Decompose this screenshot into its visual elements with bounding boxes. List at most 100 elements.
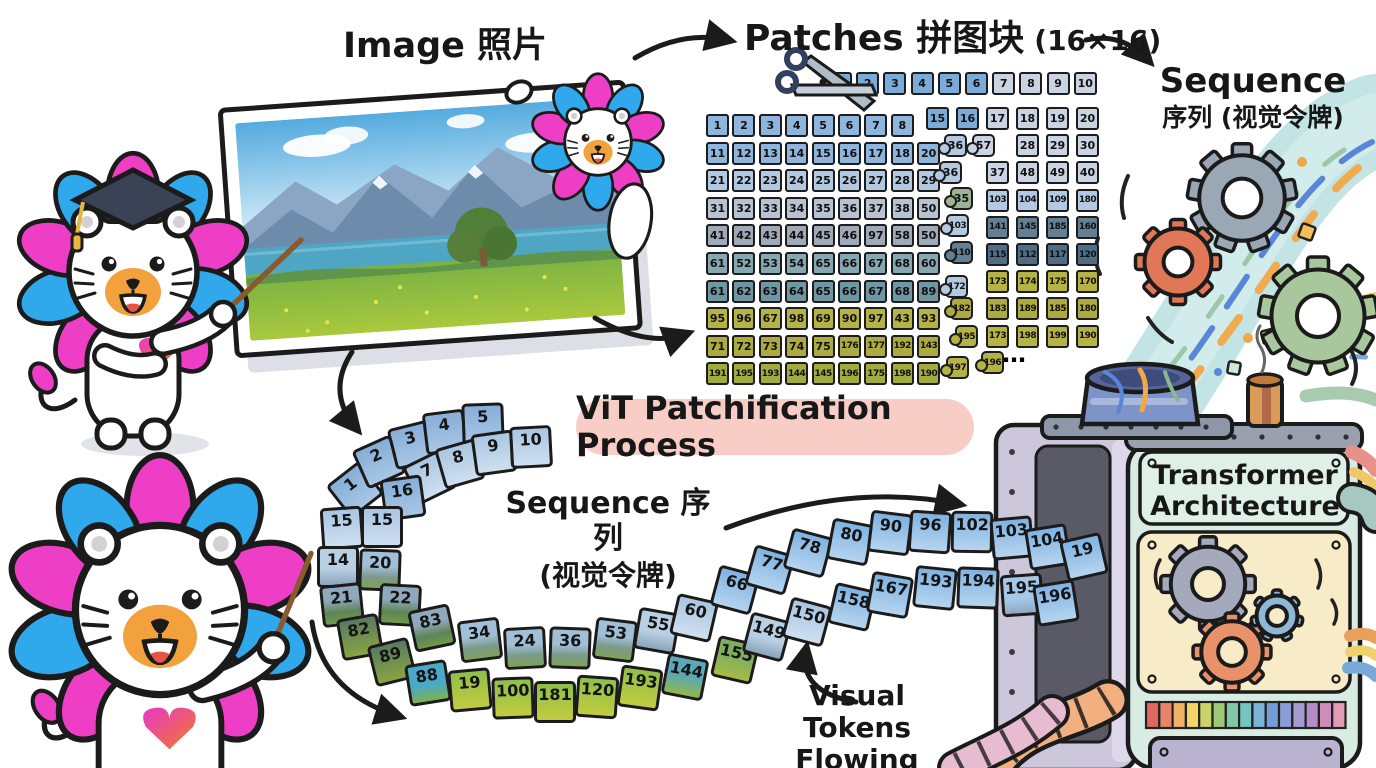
patch-cell: 2: [732, 114, 756, 137]
patch-cell: 75: [811, 334, 835, 358]
sequence-mid-line2: (视觉令牌): [539, 559, 677, 592]
patch-cell: 190: [917, 362, 941, 386]
token-tile: 88: [403, 658, 453, 708]
patch-cell: 20: [917, 141, 941, 165]
patch-cell: 36: [938, 134, 967, 157]
patch-cell: 62: [732, 279, 756, 303]
patch-cell: 104: [1016, 188, 1039, 212]
visual-tokens-line2: Tokens Flowing: [795, 711, 919, 768]
patch-cell: 53: [758, 252, 782, 275]
sequence-mid-label: Sequence 序列 (视觉令牌): [498, 486, 718, 592]
scissors-icon: [775, 47, 879, 112]
patch-cell: 29: [1046, 134, 1069, 158]
patch-cell: 71: [706, 334, 729, 358]
banner-vit-process: ViT Patchification Process: [576, 390, 974, 463]
patch-cell: 120: [1076, 243, 1099, 266]
token-tile: 193: [616, 664, 664, 712]
patch-cell: 66: [838, 252, 861, 275]
gear-icon: [1249, 588, 1305, 643]
patch-cell: 180: [1076, 297, 1099, 321]
patch-cell: 198: [890, 362, 914, 386]
patch-cell: 18: [1016, 107, 1039, 130]
patch-cell: 15: [926, 107, 949, 130]
patch-cell: 6: [838, 114, 861, 137]
patch-cell: 193: [758, 362, 782, 386]
patch-cell: 10: [1073, 72, 1097, 95]
chimney: [1246, 324, 1284, 428]
patch-cell: 28: [1016, 134, 1039, 158]
funnel: [1079, 361, 1201, 427]
patch-cell: 43: [758, 224, 782, 248]
patch-cell: 90: [838, 307, 861, 331]
token-tile: 24: [502, 625, 548, 671]
patch-cell: 42: [732, 224, 756, 248]
patch-cell: 13: [758, 141, 782, 165]
gear-icon: [1159, 535, 1257, 633]
arrow-photo-down: [328, 349, 363, 436]
patch-cell: 46: [838, 224, 861, 248]
patch-cell: 192: [890, 334, 914, 358]
patch-cell: 44: [785, 224, 809, 248]
patch-cell: 67: [864, 279, 888, 303]
patch-cell: 175: [864, 362, 888, 386]
rainbow-cell: [1331, 700, 1347, 730]
visual-tokens-label: Visual Tokens Flowing: [752, 679, 962, 768]
token-tile: 150: [781, 596, 833, 648]
title-patches: Patches 拼图块 (16×16): [744, 18, 1161, 59]
patch-cell: 35: [944, 187, 973, 210]
patch-cell: 9: [1046, 72, 1070, 95]
patch-cell: 143: [917, 334, 941, 358]
gear-icon: [1191, 611, 1273, 693]
lion-teacher: [12, 153, 304, 456]
arrow-patches-to-sequence: [1083, 32, 1155, 68]
patch-cell: 41: [706, 224, 729, 248]
token-tile: 120: [574, 674, 620, 720]
patch-cell: 72: [732, 334, 756, 358]
gear-icon: [1256, 255, 1376, 376]
token-tile: 181: [534, 681, 576, 723]
arrow-photo-to-grid: [592, 315, 696, 358]
patch-cell: 7: [864, 114, 888, 137]
patch-cell: 65: [811, 252, 835, 275]
patch-cell: 57: [966, 134, 995, 157]
visual-tokens-line1: Visual: [809, 679, 905, 712]
patch-cell: 109: [1046, 188, 1069, 212]
patch-cell: 37: [864, 196, 888, 220]
patch-cell: 34: [785, 196, 809, 220]
lion-presenter: [2, 455, 317, 768]
patch-cell: 177: [864, 334, 888, 358]
patch-cell: 93: [917, 307, 941, 331]
transformer-line1: Transformer: [1152, 460, 1338, 491]
patch-cell: 182: [944, 297, 973, 320]
patch-cell: 17: [986, 107, 1009, 130]
patch-cell: 36: [838, 196, 861, 220]
transformer-line2: Architecture: [1150, 491, 1340, 523]
patch-cell: 67: [758, 307, 782, 331]
title-patches-text: Patches 拼图块: [744, 18, 1025, 59]
patch-cell: 40: [1076, 161, 1099, 185]
patch-cell: 15: [811, 141, 835, 165]
patch-cell: 16: [956, 107, 979, 130]
token-tile: 14: [317, 546, 359, 588]
patch-cell: 61: [706, 252, 729, 275]
patch-cell: 6: [965, 72, 988, 95]
patch-cell: 190: [1076, 324, 1099, 348]
patch-cell: 8: [1019, 72, 1043, 95]
patch-cell: 183: [986, 297, 1009, 321]
token-tile: 53: [591, 616, 639, 664]
sequence-top-line2: 序列 (视觉令牌): [1162, 103, 1344, 133]
token-tile: 167: [865, 570, 915, 620]
patch-cell: 173: [986, 324, 1009, 348]
patch-cell: 45: [811, 224, 835, 248]
patch-cell: 14: [785, 141, 809, 165]
patch-cell: 17: [864, 141, 888, 165]
patch-cell: 48: [1016, 161, 1039, 185]
sequence-top-line1: Sequence: [1159, 61, 1347, 101]
patch-cell: 22: [732, 169, 756, 193]
patch-cell: 33: [758, 196, 782, 220]
patch-cell: 26: [838, 169, 861, 193]
patch-cell: 52: [732, 252, 756, 275]
title-patches-size: (16×16): [1034, 24, 1162, 57]
